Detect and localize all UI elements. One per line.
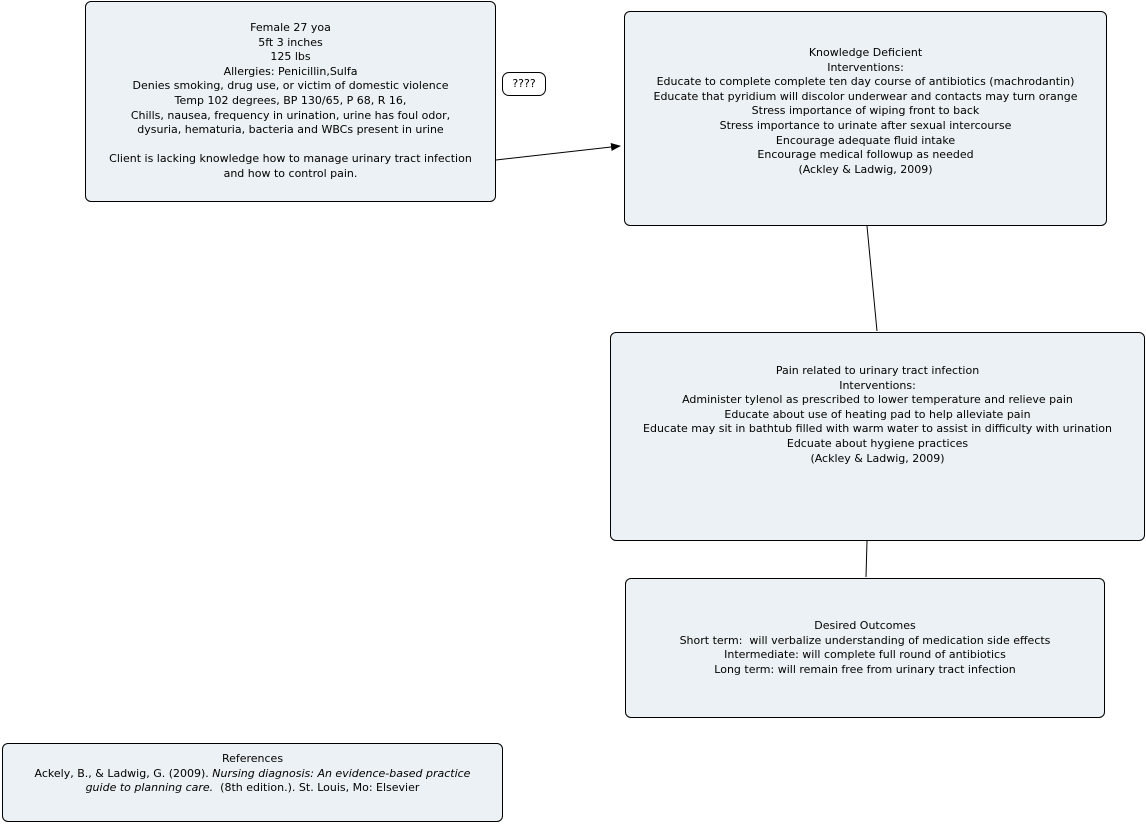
- node-line: Edcuate about hygiene practices: [786, 436, 969, 450]
- connector-knowledge-to-pain: [866, 225, 878, 332]
- knowledge-deficient-node[interactable]: Knowledge Deficient Interventions: Educa…: [624, 11, 1107, 226]
- node-line: Long term: will remain free from urinary…: [714, 662, 1016, 676]
- node-line: Interventions:: [827, 60, 904, 74]
- node-line: Temp 102 degrees, BP 130/65, P 68, R 16,: [174, 93, 407, 107]
- references-node[interactable]: References Ackely, B., & Ladwig, G. (200…: [2, 743, 503, 822]
- unknown-tooltip-bubble[interactable]: ????: [502, 72, 546, 96]
- node-line: 5ft 3 inches: [258, 35, 323, 49]
- assessment-node[interactable]: Female 27 yoa 5ft 3 inches 125 lbs Aller…: [85, 1, 496, 202]
- node-line: Educate to complete complete ten day cou…: [656, 75, 1075, 89]
- connector-assessment-to-knowledge: [495, 143, 621, 161]
- reference-line: guide to planning care. (8th edition.). …: [3, 781, 502, 796]
- node-line: 125 lbs: [270, 50, 311, 64]
- reference-line: Ackely, B., & Ladwig, G. (2009). Nursing…: [3, 767, 502, 782]
- reference-publisher: (8th edition.). St. Louis, Mo: Elsevier: [213, 781, 420, 795]
- node-line: Desired Outcomes: [814, 619, 916, 632]
- node-line: Educate that pyridium will discolor unde…: [653, 89, 1078, 103]
- node-line: (Ackley & Ladwig, 2009): [798, 162, 933, 176]
- node-line: Encourage adequate fluid intake: [775, 133, 956, 147]
- reference-book-title-cont: guide to planning care.: [85, 781, 214, 795]
- node-line: Female 27 yoa: [250, 21, 331, 34]
- node-line: Knowledge Deficient: [808, 46, 923, 59]
- reference-authors: Ackely, B., & Ladwig, G. (2009).: [34, 766, 213, 780]
- node-line: Interventions:: [839, 378, 916, 392]
- node-line: (Ackley & Ladwig, 2009): [810, 451, 945, 465]
- connector-pain-to-outcomes: [865, 540, 868, 578]
- node-line: Client is lacking knowledge how to manag…: [109, 152, 472, 166]
- node-line: Chills, nausea, frequency in urination, …: [130, 108, 451, 122]
- node-line: Denies smoking, drug use, or victim of d…: [132, 79, 449, 93]
- node-line: Administer tylenol as prescribed to lowe…: [682, 393, 1073, 407]
- node-line: Short term: will verbalize understanding…: [679, 633, 1051, 647]
- node-line: Stress importance to urinate after sexua…: [719, 118, 1012, 132]
- reference-book-title: Nursing diagnosis: An evidence-based pra…: [212, 766, 471, 780]
- node-line: Pain related to urinary tract infection: [775, 364, 980, 377]
- node-line: Stress importance of wiping front to bac…: [751, 104, 980, 118]
- node-line: and how to control pain.: [223, 166, 358, 180]
- desired-outcomes-node[interactable]: Desired Outcomes Short term: will verbal…: [625, 578, 1105, 718]
- references-title: References: [221, 752, 284, 765]
- pain-node[interactable]: Pain related to urinary tract infection …: [610, 332, 1145, 541]
- node-line: Encourage medical followup as needed: [757, 148, 974, 162]
- node-line: Educate about use of heating pad to help…: [724, 407, 1031, 421]
- node-line: Allergies: Penicillin,Sulfa: [223, 64, 358, 78]
- node-line: dysuria, hematuria, bacteria and WBCs pr…: [137, 123, 444, 137]
- node-line: Educate may sit in bathtub filled with w…: [643, 422, 1112, 436]
- node-line: Intermediate: will complete full round o…: [724, 648, 1006, 662]
